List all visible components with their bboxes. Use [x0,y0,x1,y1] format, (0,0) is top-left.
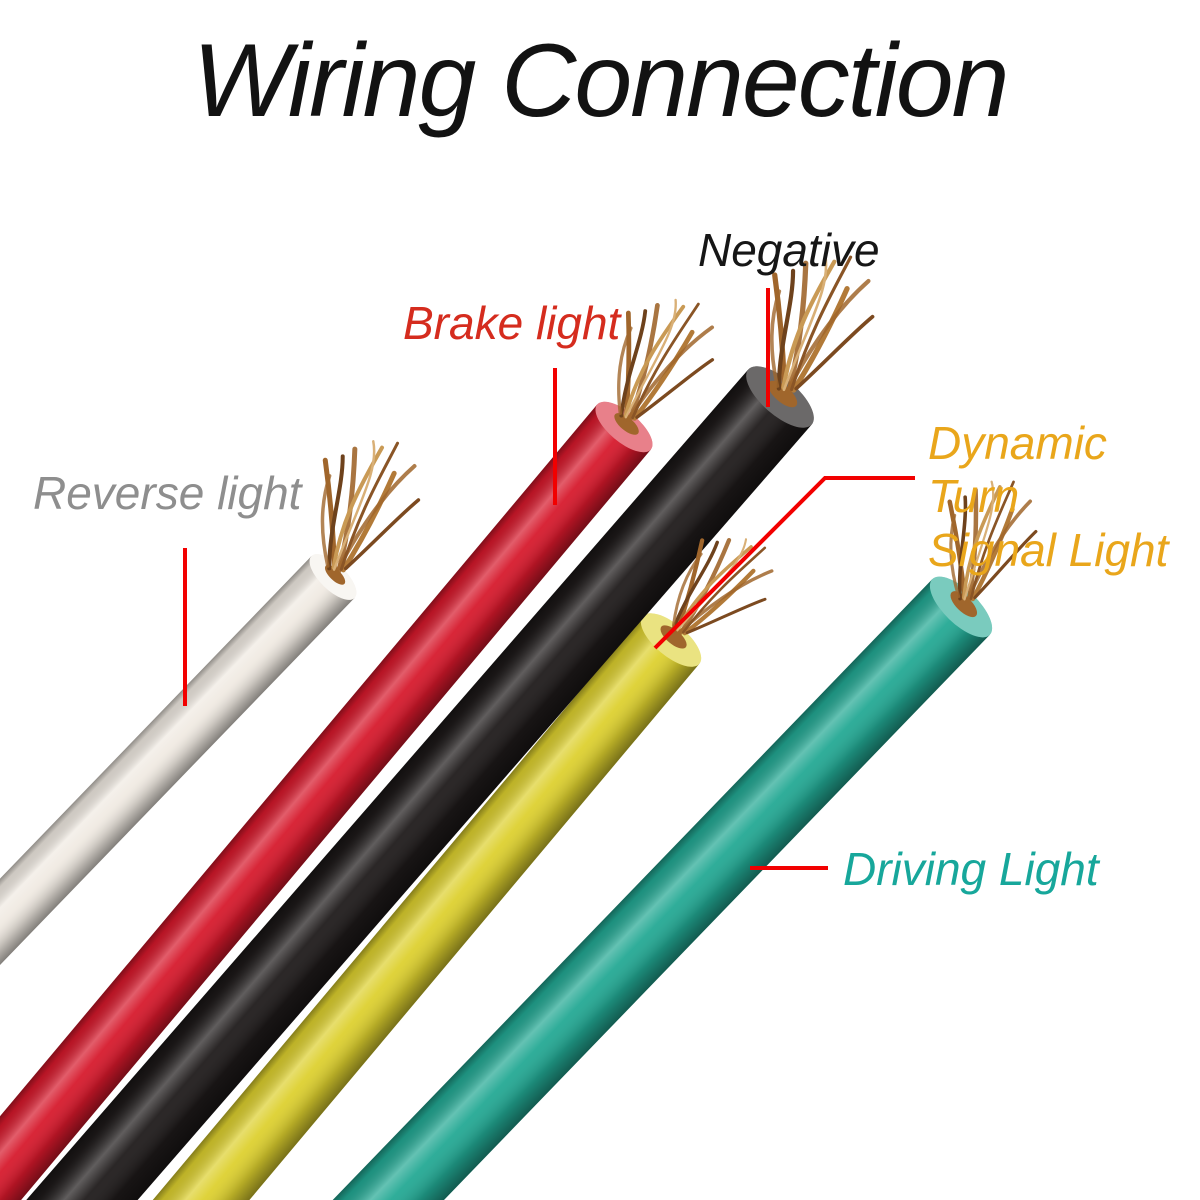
wire-shading [0,404,651,1200]
page-title: Wiring Connection [192,23,1010,139]
wire-shading [307,579,990,1200]
label-brake-light: Brake light [403,297,621,349]
wire-shading [77,616,700,1200]
copper-core [950,591,978,618]
label-reverse-light: Reverse light [33,467,302,519]
driving-light-wire [307,576,993,1200]
copper-core [768,380,798,408]
leader-line-dynamic-turn-signal [653,476,915,650]
dynamic-turn-signal-wire [77,613,702,1200]
wire-shading [0,556,355,1116]
label-driving-light: Driving Light [843,843,1099,895]
brake-light-wire [0,401,653,1200]
wire-shading [0,369,812,1200]
negative-wire [0,366,814,1200]
copper-core [660,625,687,649]
copper-core [614,413,639,435]
label-dynamic-turn-signal-light: Dynamic Turn Signal Light [928,417,1169,576]
reverse-light-wire [0,554,357,1116]
label-negative: Negative [698,224,880,276]
